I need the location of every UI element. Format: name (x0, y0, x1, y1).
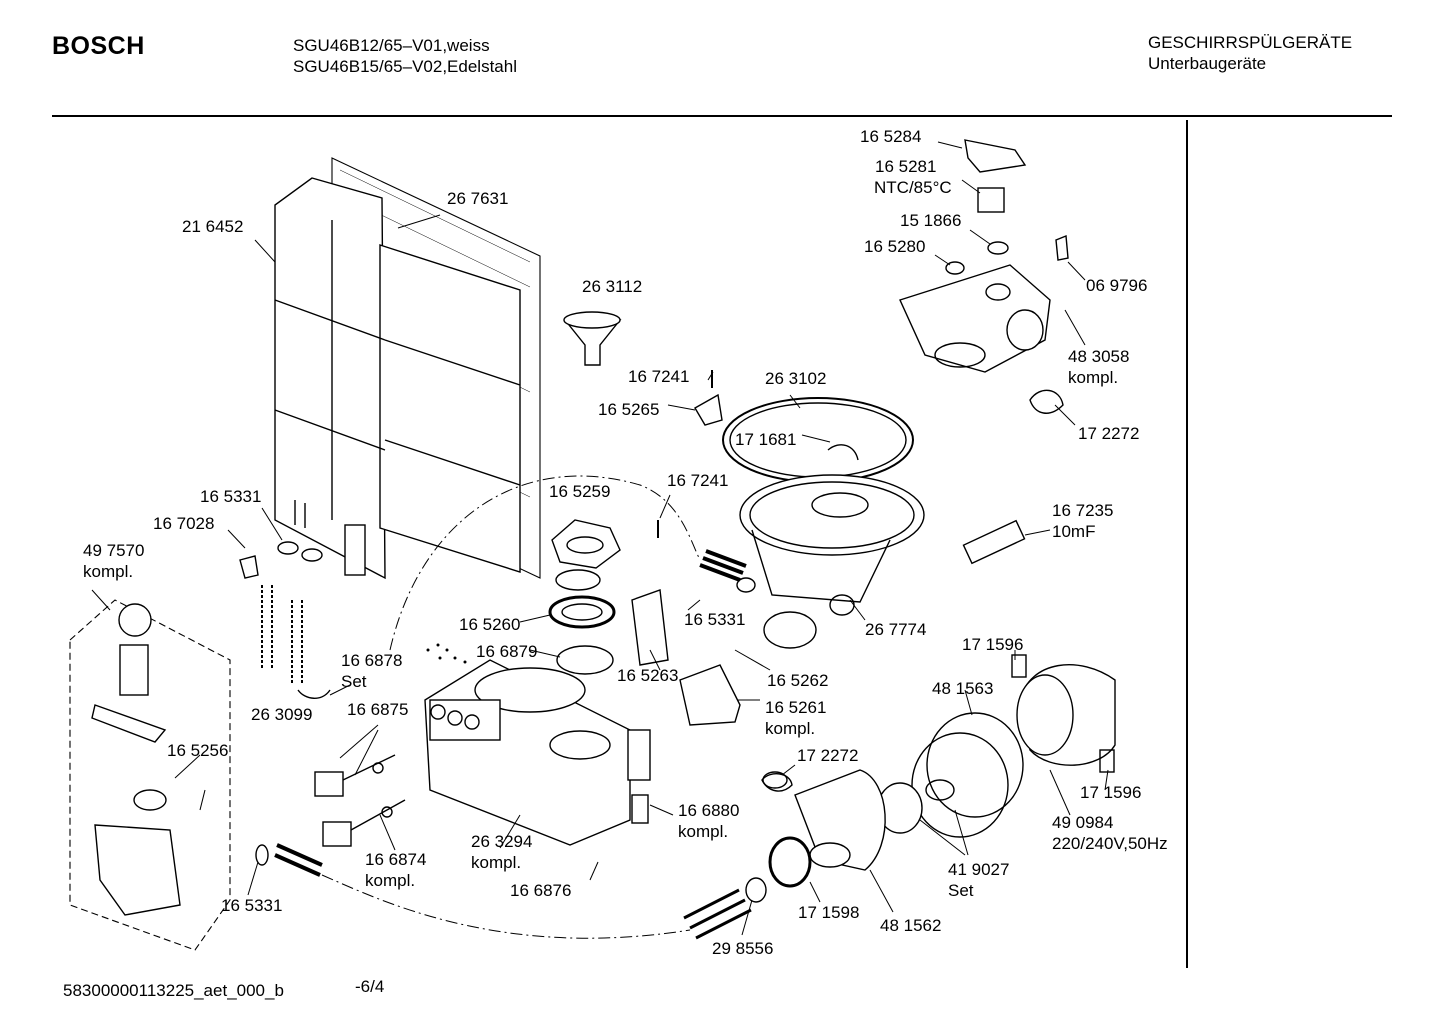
assembly-49-7570-box (69, 599, 231, 951)
part-16-5265-label: 16 5265 (598, 400, 660, 419)
part-16-6874-note: kompl. (365, 871, 416, 890)
part-16-5261-label: 16 5261 (765, 698, 827, 717)
part-21-6452-label: 21 6452 (182, 217, 244, 236)
part-16-6875-label: 16 6875 (347, 700, 409, 719)
nut-16-5259-shape (551, 519, 621, 569)
switch-16-5261-shape (679, 664, 741, 726)
part-16-7241-label-mid: 16 7241 (667, 471, 729, 490)
part-16-5261-note: kompl. (765, 719, 816, 738)
part-48-1562-label: 48 1562 (880, 916, 942, 935)
part-26-3099-label: 26 3099 (251, 705, 313, 724)
part-49-7570-note: kompl. (83, 562, 134, 581)
part-16-6880-label: 16 6880 (678, 801, 740, 820)
part-16-5281-note: NTC/85°C (874, 178, 952, 197)
part-26-3102-label: 26 3102 (765, 369, 827, 388)
part-48-3058-label: 48 3058 (1068, 347, 1130, 366)
brand-logo: BOSCH (52, 32, 145, 60)
part-16-5263-label: 16 5263 (617, 666, 679, 685)
part-16-7028-label: 16 7028 (153, 514, 215, 533)
part-26-3294-label: 26 3294 (471, 832, 533, 851)
part-16-5331-label-mid: 16 5331 (684, 610, 746, 629)
part-49-0984-note: 220/240V,50Hz (1052, 834, 1168, 853)
model-line-2: SGU46B15/65–V02,Edelstahl (293, 57, 517, 76)
part-17-1596-label-top: 17 1596 (962, 635, 1024, 654)
part-16-5262-label: 16 5262 (767, 671, 829, 690)
part-16-5331-label-bottom: 16 5331 (221, 896, 283, 915)
part-16-5259-label: 16 5259 (549, 482, 611, 501)
category-line-1: GESCHIRRSPÜLGERÄTE (1148, 33, 1353, 52)
footer-doc-id: 58300000113225_aet_000_b (63, 981, 284, 1000)
part-16-6878-label: 16 6878 (341, 651, 403, 670)
part-16-5284-label: 16 5284 (860, 127, 922, 146)
part-16-7235-label: 16 7235 (1052, 501, 1114, 520)
water-pocket-shape (274, 177, 386, 580)
part-49-7570-label: 49 7570 (83, 541, 145, 560)
part-41-9027-note: Set (948, 881, 974, 900)
part-41-9027-label: 41 9027 (948, 860, 1010, 879)
part-17-1596-label-bottom: 17 1596 (1080, 783, 1142, 802)
part-17-2272-label-mid: 17 2272 (797, 746, 859, 765)
part-49-0984-label: 49 0984 (1052, 813, 1114, 832)
part-16-5260-label: 16 5260 (459, 615, 521, 634)
part-26-3112-label: 26 3112 (582, 277, 643, 296)
part-16-5331-label-left: 16 5331 (200, 487, 262, 506)
part-16-7235-note: 10mF (1052, 522, 1096, 541)
model-line-1: SGU46B12/65–V01,weiss (293, 36, 490, 55)
part-16-6879-label: 16 6879 (476, 642, 538, 661)
part-16-6880-note: kompl. (678, 822, 729, 841)
part-48-3058-note: kompl. (1068, 368, 1119, 387)
impeller-housing-shape (926, 712, 1024, 818)
part-06-9796-label: 06 9796 (1086, 276, 1148, 295)
sump-shape (739, 474, 925, 556)
part-17-2272-label: 17 2272 (1078, 424, 1140, 443)
category-line-2: Unterbaugeräte (1148, 54, 1267, 73)
part-26-3294-note: kompl. (471, 853, 522, 872)
part-16-7241-label-top: 16 7241 (628, 367, 690, 386)
header-rule (52, 115, 1392, 117)
part-17-1598-label: 17 1598 (798, 903, 860, 922)
part-16-5256-label: 16 5256 (167, 741, 229, 760)
part-26-7631-label: 26 7631 (447, 189, 509, 208)
part-16-6878-note: Set (341, 672, 367, 691)
part-16-6874-label: 16 6874 (365, 850, 427, 869)
part-26-7774-label: 26 7774 (865, 620, 927, 639)
part-48-1563-label: 48 1563 (932, 679, 994, 698)
footer-page: -6/4 (355, 977, 385, 996)
part-16-6876-label: 16 6876 (510, 881, 572, 900)
part-16-5280-label: 16 5280 (864, 237, 926, 256)
part-17-1681-label: 17 1681 (735, 430, 797, 449)
right-margin-rule (1186, 120, 1188, 968)
part-15-1866-label: 15 1866 (900, 211, 962, 230)
part-29-8556-label: 29 8556 (712, 939, 774, 958)
part-16-5281-label: 16 5281 (875, 157, 937, 176)
